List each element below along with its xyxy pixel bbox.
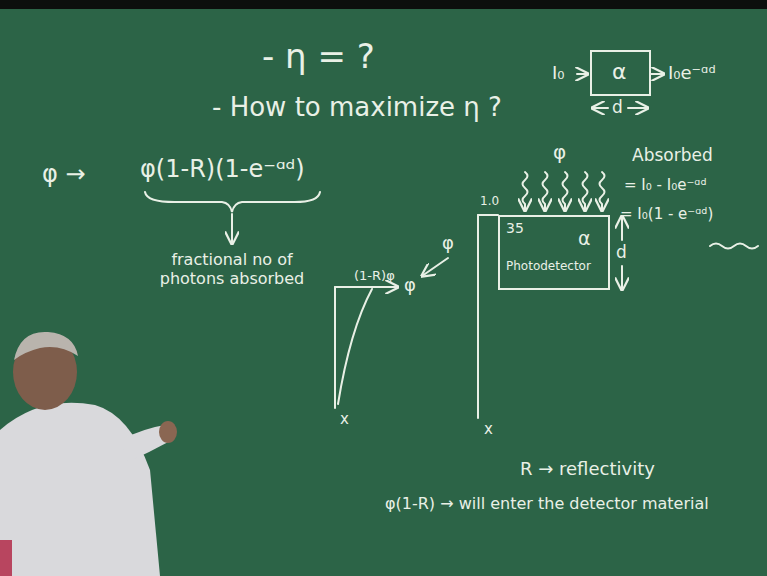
decay-curve [338,289,372,404]
chalk-label: = I₀(1 - e⁻ᵅᵈ) [620,205,713,223]
chalk-label: Absorbed [632,145,713,165]
hair [14,332,78,360]
dimension-arrow [592,107,608,109]
light-ray [523,172,528,211]
axis [335,286,398,288]
arrow [577,73,588,75]
dimension-arrow [628,107,648,109]
chalk-label: 1.0 [480,194,499,208]
underline [710,244,758,249]
axis [478,214,498,216]
chalk-label: = I₀ - I₀e⁻ᵅᵈ [624,176,706,194]
chalk-label: φ [404,274,416,296]
axis [334,287,336,408]
chalk-label: (1-R)φ [354,268,395,284]
axis [477,215,479,418]
arrow [231,214,233,244]
chalk-label: fractional no of photons absorbed [140,250,324,288]
brace [145,192,320,212]
chalk-label: φ → [42,160,86,189]
box-text: α [578,227,591,250]
box-text: α [612,59,627,85]
light-ray [583,172,588,211]
dimension-arrow [621,266,623,290]
chalk-box: α [590,50,651,96]
arrow [422,258,448,276]
chalk-label: d [612,97,623,117]
board-frame [0,0,767,9]
box-text: Photodetector [506,259,591,273]
chalk-label: x [484,420,493,438]
floor-object [0,540,12,576]
light-ray [563,172,568,211]
light-ray [543,172,548,211]
shirt [0,403,160,576]
chalk-label: R → reflectivity [520,458,655,480]
chalk-label: φ(1-R)(1-e⁻ᵅᵈ) [140,155,305,184]
chalk-label: φ [442,232,454,254]
chalk-label: d [616,242,627,262]
chalk-label: - How to maximize η ? [212,92,502,123]
chalk-label: I₀ [552,62,565,84]
chalk-label: φ [553,140,566,164]
hand [159,421,177,443]
chalk-label: I₀e⁻ᵅᵈ [668,62,716,84]
light-ray [600,172,605,211]
chalk-label: - η = ? [262,36,375,77]
chalk-box: 35Photodetector α [498,215,610,290]
chalk-label: φ(1-R) → will enter the detector materia… [385,494,709,513]
lecturer [0,332,177,576]
chalk-label: x [340,410,349,428]
arrow [651,73,664,75]
box-text: 35 [506,220,524,237]
